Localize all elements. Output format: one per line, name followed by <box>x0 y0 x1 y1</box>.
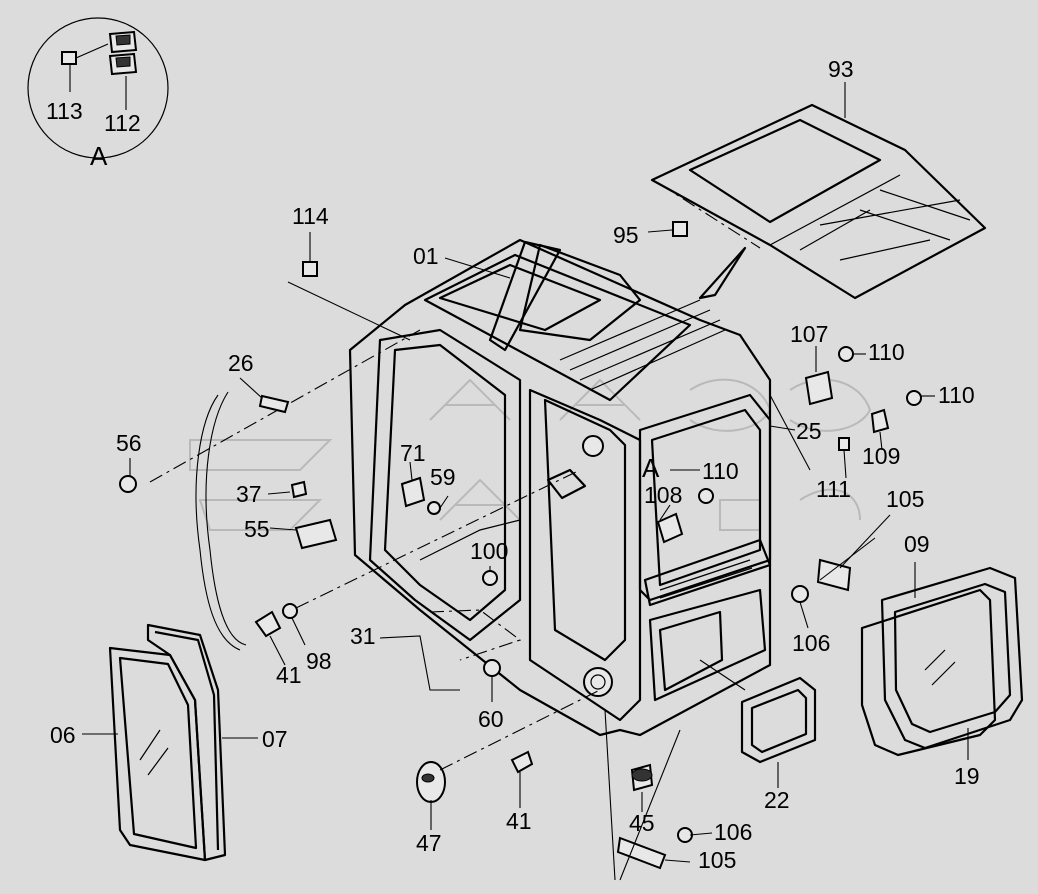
callout-60: 60 <box>478 706 504 732</box>
callout-56: 56 <box>116 430 142 456</box>
callout-93: 93 <box>828 56 854 82</box>
callout-110-right: 110 <box>938 382 975 408</box>
callout-111: 111 <box>816 476 851 502</box>
callout-110-mid: 110 <box>702 458 739 484</box>
callout-55: 55 <box>244 516 270 542</box>
detail-circle-a <box>27 17 169 159</box>
glass-06-07 <box>82 623 258 862</box>
callout-31: 31 <box>350 623 376 649</box>
callout-109: 109 <box>862 443 901 469</box>
callout-108: 108 <box>644 482 683 508</box>
callout-100: 100 <box>470 538 509 564</box>
callout-01: 01 <box>413 243 439 269</box>
callout-110-top: 110 <box>868 339 905 365</box>
callout-07: 07 <box>262 726 288 752</box>
callout-113: 113 <box>46 98 83 124</box>
cab-frame-01 <box>348 238 772 737</box>
callout-22: 22 <box>764 787 790 813</box>
roof-panel-93 <box>647 82 987 300</box>
callout-19: 19 <box>954 763 980 789</box>
callout-09: 09 <box>904 531 930 557</box>
callout-114: 114 <box>292 203 329 229</box>
callout-59: 59 <box>430 464 456 490</box>
callout-106-bottom: 106 <box>714 819 753 845</box>
callout-25: 25 <box>796 418 822 444</box>
callout-47: 47 <box>416 830 442 856</box>
detail-title: A <box>90 141 108 171</box>
small-parts <box>119 232 935 881</box>
callout-112: 112 <box>104 110 141 136</box>
callout-41-left: 41 <box>276 662 302 688</box>
callout-106-right: 106 <box>792 630 831 656</box>
callout-95: 95 <box>613 222 639 248</box>
callout-105-top: 105 <box>886 486 925 512</box>
callout-detail-a-marker: A <box>642 453 660 483</box>
callout-37: 37 <box>236 481 262 507</box>
callout-45: 45 <box>629 810 655 836</box>
callout-06: 06 <box>50 722 76 748</box>
callout-71: 71 <box>400 440 426 466</box>
callout-105-bottom: 105 <box>698 847 737 873</box>
glass-09-19 <box>860 562 1024 760</box>
callout-107: 107 <box>790 321 829 347</box>
watermark <box>189 378 872 531</box>
callout-41-bottom: 41 <box>506 808 532 834</box>
callout-26: 26 <box>228 350 254 376</box>
callout-98: 98 <box>306 648 332 674</box>
